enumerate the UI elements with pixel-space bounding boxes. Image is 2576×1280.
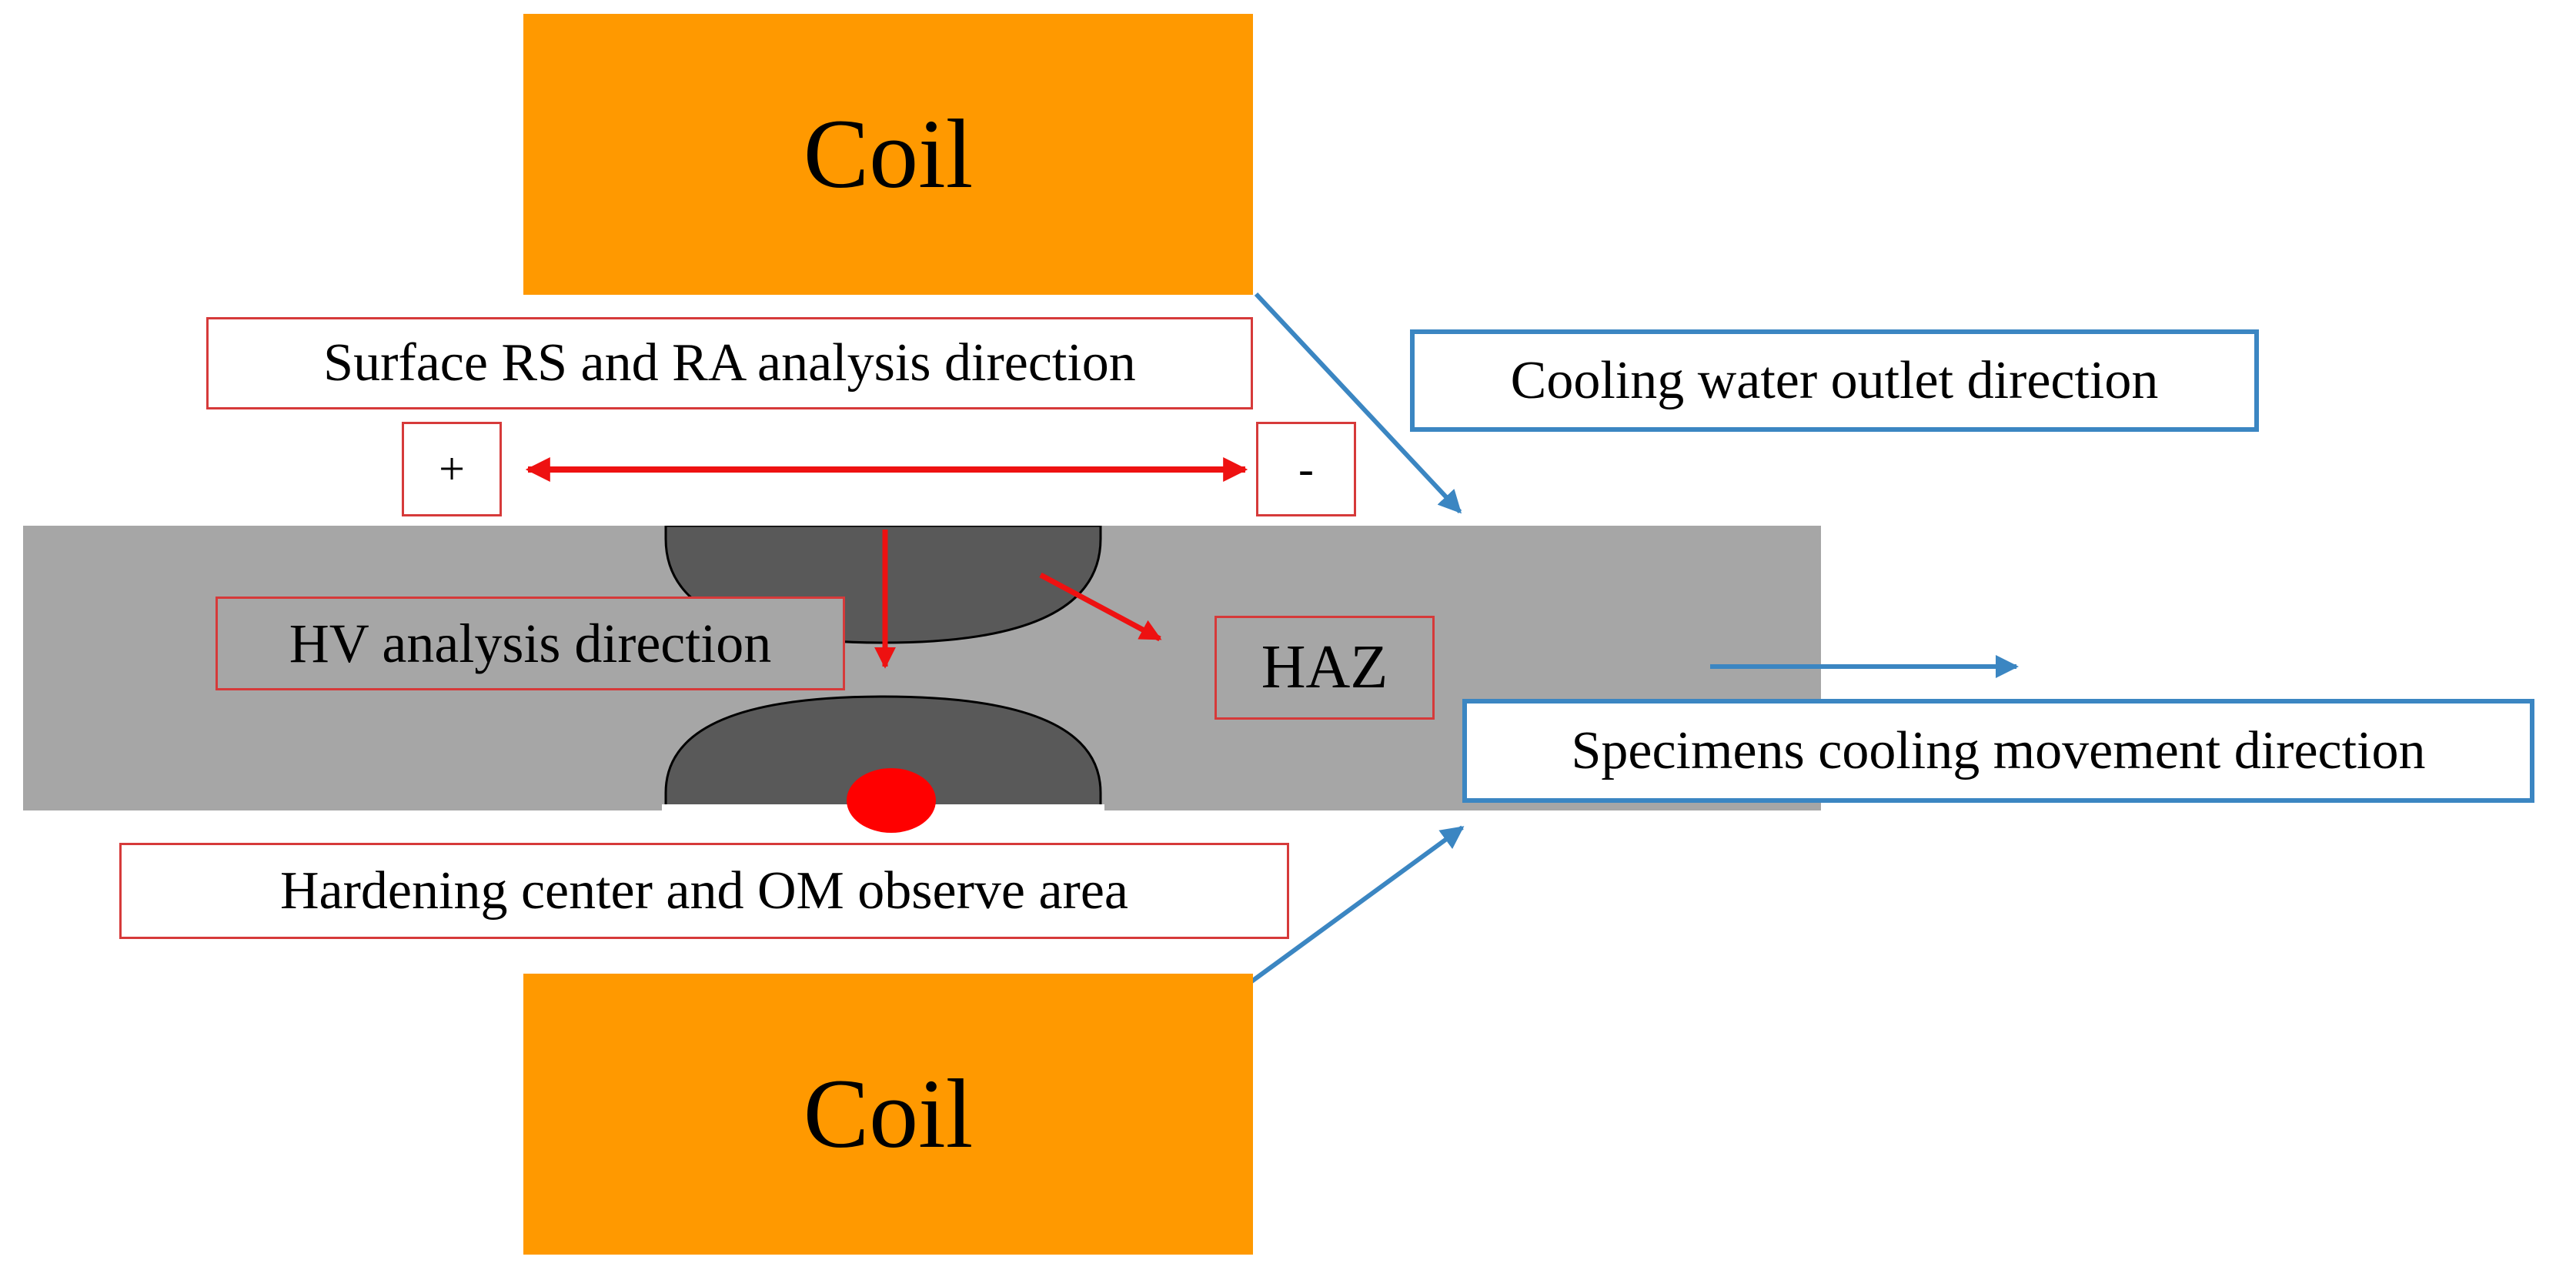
surface-analysis-label: Surface RS and RA analysis direction bbox=[206, 317, 1253, 409]
top-coil: Coil bbox=[523, 14, 1253, 295]
top-coil-label: Coil bbox=[803, 99, 974, 209]
haz-label: HAZ bbox=[1214, 616, 1435, 720]
hv-analysis-label: HV analysis direction bbox=[216, 597, 845, 690]
surface-analysis-text: Surface RS and RA analysis direction bbox=[323, 333, 1136, 393]
hardening-center-dot bbox=[847, 768, 936, 833]
bottom-coil-label: Coil bbox=[803, 1059, 974, 1168]
surface-gap bbox=[504, 508, 1251, 526]
haz-text: HAZ bbox=[1261, 633, 1388, 701]
cooling-water-text: Cooling water outlet direction bbox=[1510, 350, 2159, 410]
minus-box: - bbox=[1256, 422, 1356, 516]
cooling-water-arrow-bottom bbox=[1249, 825, 1465, 984]
hv-analysis-text: HV analysis direction bbox=[289, 612, 772, 674]
hardening-center-text: Hardening center and OM observe area bbox=[280, 861, 1128, 921]
cooling-water-label: Cooling water outlet direction bbox=[1410, 329, 2259, 432]
bottom-coil: Coil bbox=[523, 974, 1253, 1255]
minus-sign: - bbox=[1298, 443, 1314, 494]
lower-hardened-zone bbox=[664, 695, 1102, 812]
specimens-movement-label: Specimens cooling movement direction bbox=[1462, 699, 2534, 803]
cooling-water-arrow-top bbox=[1254, 292, 1462, 514]
hardening-center-label: Hardening center and OM observe area bbox=[119, 843, 1289, 939]
specimens-movement-text: Specimens cooling movement direction bbox=[1571, 720, 2426, 780]
plus-sign: + bbox=[439, 443, 465, 494]
plus-box: + bbox=[402, 422, 502, 516]
haz-pointer-arrow bbox=[1039, 572, 1162, 642]
